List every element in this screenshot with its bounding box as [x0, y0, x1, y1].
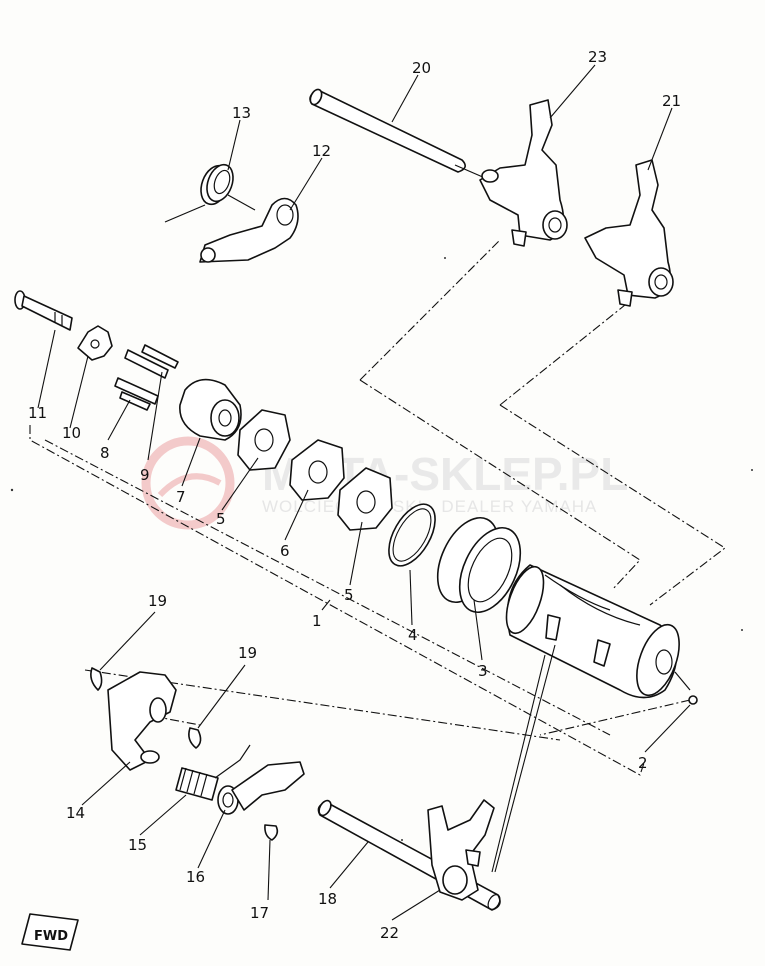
scan-specks — [10, 257, 753, 841]
part-11-bolt — [14, 290, 73, 331]
leader-lines — [37, 64, 691, 921]
label-5-lower: 5 — [344, 586, 354, 604]
part-20-shift-fork-shaft — [309, 88, 486, 179]
part-5-plate-lower — [337, 467, 393, 531]
label-19-a: 19 — [148, 592, 167, 610]
part-1-shift-cam-drum — [505, 564, 698, 705]
part-13-torsion-spring — [164, 163, 256, 223]
part-22-shift-fork — [427, 799, 495, 901]
part-9-pins — [124, 344, 179, 379]
part-12-stopper-lever — [199, 197, 299, 263]
label-18: 18 — [318, 890, 337, 908]
label-2: 2 — [638, 754, 648, 772]
label-11: 11 — [28, 404, 47, 422]
label-17: 17 — [250, 904, 269, 922]
label-10: 10 — [62, 424, 81, 442]
part-15-spring — [175, 744, 251, 801]
part-3-bearing — [436, 516, 522, 614]
label-16: 16 — [186, 868, 205, 886]
part-17-circlip — [264, 824, 279, 841]
part-8-pins — [114, 377, 159, 411]
part-21-shift-fork — [584, 159, 674, 307]
label-23: 23 — [588, 48, 607, 66]
part-4-circlip — [388, 503, 436, 567]
label-22: 22 — [380, 924, 399, 942]
label-3: 3 — [478, 662, 488, 680]
part-23-shift-fork — [479, 99, 568, 247]
label-21: 21 — [662, 92, 681, 110]
label-14: 14 — [66, 804, 85, 822]
label-19-b: 19 — [238, 644, 257, 662]
label-6: 6 — [280, 542, 290, 560]
part-5-plate — [237, 409, 291, 471]
part-19-circlip-a — [90, 667, 103, 691]
part-19-circlip-b — [188, 727, 202, 749]
label-9: 9 — [140, 466, 150, 484]
part-labels: 20 23 21 13 12 11 10 8 9 7 5 6 5 4 1 3 2… — [28, 48, 681, 942]
part-7-segment — [179, 378, 242, 441]
part-6-plate — [289, 439, 345, 501]
label-7: 7 — [176, 488, 186, 506]
label-13: 13 — [232, 104, 251, 122]
label-4: 4 — [408, 626, 418, 644]
label-15: 15 — [128, 836, 147, 854]
part-14-shift-arm — [107, 671, 177, 771]
watermark-logo — [141, 436, 235, 530]
part-10-segment — [77, 325, 113, 361]
label-1: 1 — [312, 612, 322, 630]
label-12: 12 — [312, 142, 331, 160]
label-8: 8 — [100, 444, 110, 462]
fwd-direction-marker: FWD — [21, 913, 79, 951]
part-16-shift-lever — [217, 761, 305, 815]
label-20: 20 — [412, 59, 431, 77]
label-5-upper: 5 — [216, 510, 226, 528]
fwd-label: FWD — [34, 929, 68, 944]
